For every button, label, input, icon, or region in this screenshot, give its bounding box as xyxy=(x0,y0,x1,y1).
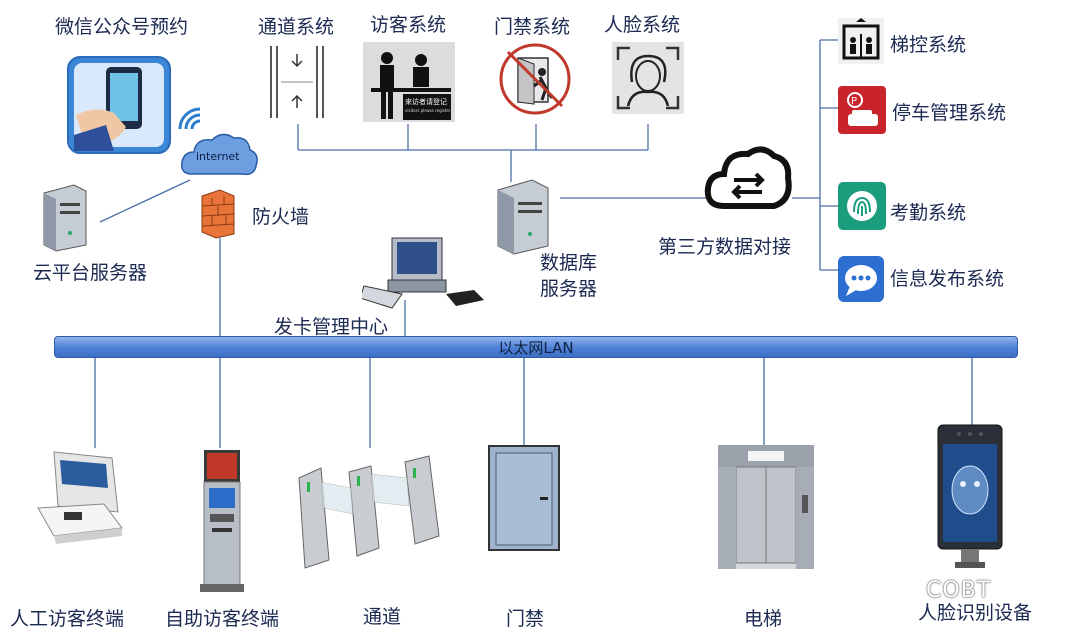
channel-label: 通道 xyxy=(363,606,402,628)
access-system-label: 门禁系统 xyxy=(494,16,571,38)
manual-terminal-label: 人工访客终端 xyxy=(10,608,125,630)
cloud-server-icon xyxy=(40,183,90,253)
cobt-watermark: COBT xyxy=(926,578,992,603)
self-service-terminal-icon xyxy=(198,448,246,594)
door-icon xyxy=(488,445,560,551)
elevator-control-icon xyxy=(838,18,884,64)
visitor-desk-icon: 来访者请登记 visitors please register xyxy=(363,42,455,122)
card-center-computer-icon xyxy=(359,234,486,312)
visitor-sign-text: 来访者请登记 xyxy=(405,98,447,106)
wechat-phone-icon xyxy=(66,55,172,155)
face-device-label: 人脸识别设备 xyxy=(918,602,1033,624)
firewall-icon xyxy=(200,188,236,240)
wechat-label: 微信公众号预约 xyxy=(55,16,189,38)
cloud-server-label: 云平台服务器 xyxy=(33,262,148,284)
face-system-label: 人脸系统 xyxy=(604,14,681,36)
visitor-system-label: 访客系统 xyxy=(370,14,447,36)
elevator-control-label: 梯控系统 xyxy=(890,34,967,56)
self-terminal-label: 自助访客终端 xyxy=(165,608,280,630)
parking-label: 停车管理系统 xyxy=(892,102,1007,124)
parking-icon: P xyxy=(838,86,886,134)
ethernet-lan-bus: 以太网LAN xyxy=(54,336,1018,358)
channel-turnstile-icon xyxy=(295,452,453,570)
info-publish-chat-icon xyxy=(838,256,884,302)
attendance-fingerprint-icon xyxy=(838,182,886,230)
db-server-label-line2: 服务器 xyxy=(540,278,598,300)
internet-label: internet xyxy=(196,150,240,163)
visitor-sign-subtext: visitors please register xyxy=(405,108,451,113)
wifi-icon xyxy=(176,105,206,135)
svg-text:P: P xyxy=(851,96,857,107)
data-exchange-cloud-icon xyxy=(704,140,792,218)
info-publish-label: 信息发布系统 xyxy=(890,268,1005,290)
elevator-cabin-icon xyxy=(718,445,814,569)
face-recognition-icon xyxy=(612,42,684,114)
database-server-icon xyxy=(494,178,552,256)
face-recognition-device-icon xyxy=(937,424,1003,570)
channel-gate-icon xyxy=(265,44,329,120)
third-party-label: 第三方数据对接 xyxy=(658,236,792,258)
manual-visitor-terminal-icon xyxy=(34,448,124,544)
elevator-label: 电梯 xyxy=(744,608,783,630)
card-center-label: 发卡管理中心 xyxy=(274,316,389,338)
lan-label: 以太网LAN xyxy=(498,338,574,357)
firewall-label: 防火墙 xyxy=(252,206,310,228)
attendance-label: 考勤系统 xyxy=(890,202,967,224)
access-door-icon xyxy=(498,42,572,116)
door-label: 门禁 xyxy=(506,608,545,630)
internet-cloud-icon xyxy=(178,130,260,182)
channel-system-label: 通道系统 xyxy=(258,16,335,38)
db-server-label-line1: 数据库 xyxy=(540,252,598,274)
